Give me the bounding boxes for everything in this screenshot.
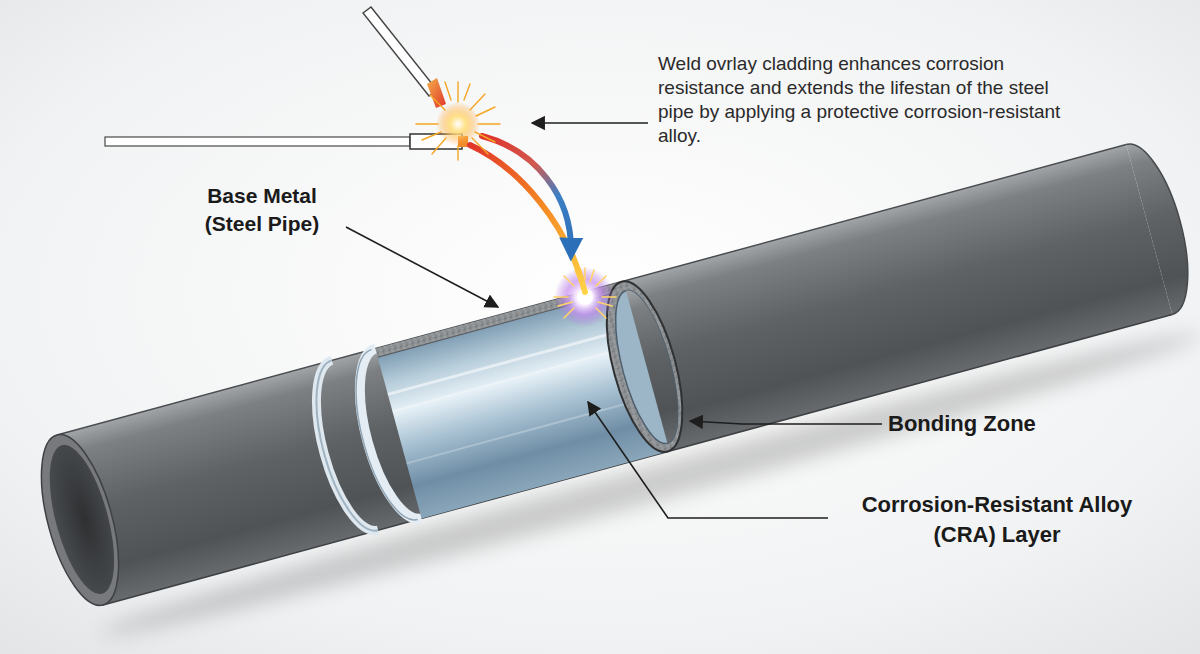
pipe-bore	[37, 438, 128, 600]
part-label: Base Metal (Steel Pipe)	[176, 182, 348, 238]
welding-torch	[105, 137, 410, 146]
steel-pipe	[19, 112, 1200, 654]
note-text: Weld ovrlay cladding enhances corrosion …	[658, 52, 1088, 148]
base-metal-leader	[346, 227, 498, 307]
pipe-body	[57, 145, 1172, 605]
cra-shine	[406, 396, 653, 465]
weld-glow	[547, 260, 621, 334]
bonding-ring-inner	[603, 285, 691, 450]
cra-layer-leader	[588, 402, 828, 518]
welding-sparks	[416, 82, 500, 160]
pipe-left-rim	[26, 427, 134, 614]
filler-wire-tip	[427, 78, 446, 108]
note-leader	[532, 122, 648, 124]
pipe-continuation	[626, 285, 691, 444]
part-label: Corrosion-Resistant Alloy (CRA) Layer	[830, 490, 1164, 550]
silver-band	[345, 349, 422, 527]
filler-wire	[363, 7, 437, 96]
deposition-arrow	[482, 136, 571, 252]
cra-shine	[392, 343, 639, 412]
part-label: Bonding Zone	[888, 410, 1108, 438]
silver-band-line	[341, 350, 418, 528]
bonding-zone-leader	[690, 421, 882, 424]
pipe-right-end	[1126, 136, 1200, 314]
pipe-right-end-edge	[1126, 136, 1200, 314]
